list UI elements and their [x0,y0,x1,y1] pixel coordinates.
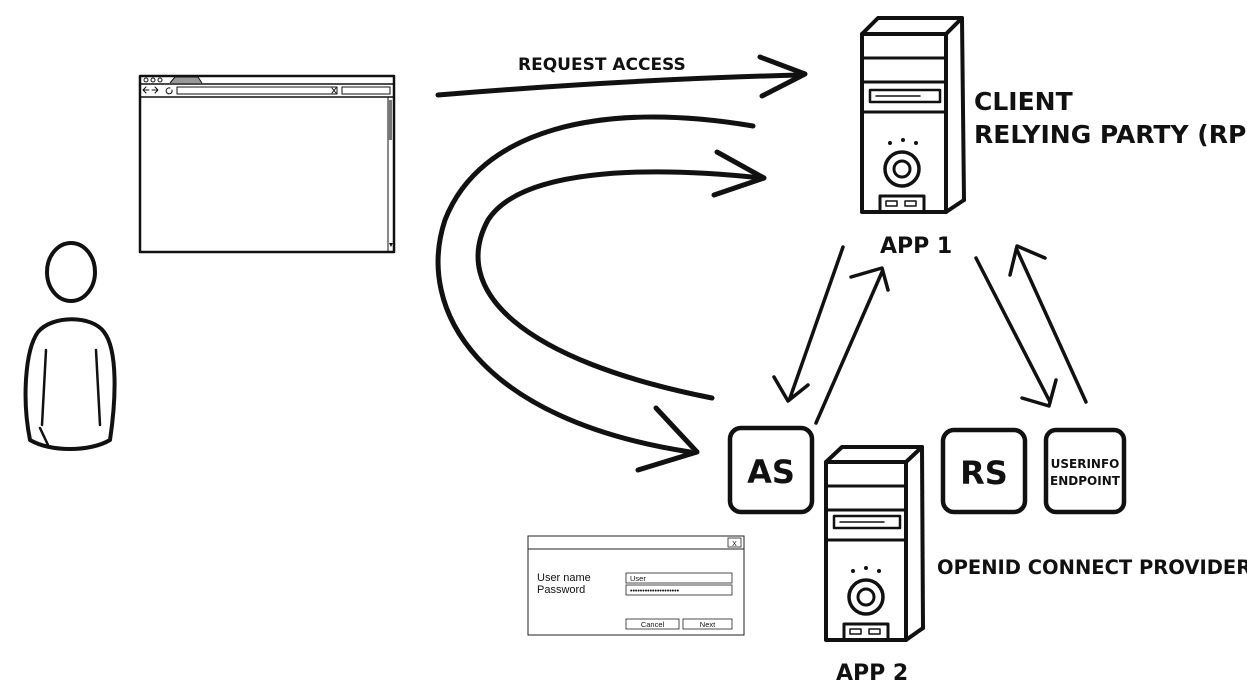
next-label: Next [700,620,716,629]
provider-label: OPENID CONNECT PROVIDER [937,556,1247,579]
redirect-arrows [435,114,767,473]
app1-label: APP 1 [880,234,952,259]
dialog-close-icon: X [732,541,737,548]
username-value: User [630,574,646,583]
user-figure [23,241,117,451]
username-field[interactable] [625,572,733,584]
dialog-close-button[interactable] [727,537,742,548]
cancel-label: Cancel [641,620,665,629]
rs-box [940,427,1028,515]
app2-label: APP 2 [836,661,908,686]
app1-as-arrows [772,245,890,425]
password-value: •••••••••••••••••••• [630,588,680,595]
rs-label: RS [960,454,1008,492]
client-label-line1: CLIENT [974,87,1073,116]
userinfo-endpoint-box [1043,427,1127,515]
username-label: User name [537,572,591,584]
password-field[interactable] [625,584,733,596]
password-label: Password [537,584,585,596]
cancel-button[interactable] [625,618,680,630]
next-button[interactable] [682,618,733,630]
userinfo-label-line2: ENDPOINT [1050,474,1121,488]
app2-server [824,445,925,642]
client-label-line2: RELYING PARTY (RP) [974,120,1247,149]
as-label: AS [747,453,795,491]
request-access-label: REQUEST ACCESS [518,55,686,75]
userinfo-label-line1: USERINFO [1051,457,1120,471]
app1-server [860,16,966,214]
login-dialog: X User name Password User ••••••••••••••… [527,535,745,636]
request-access-arrow [435,54,808,99]
as-box [727,425,815,515]
browser-window [138,74,396,254]
app1-userinfo-arrows [974,244,1088,408]
